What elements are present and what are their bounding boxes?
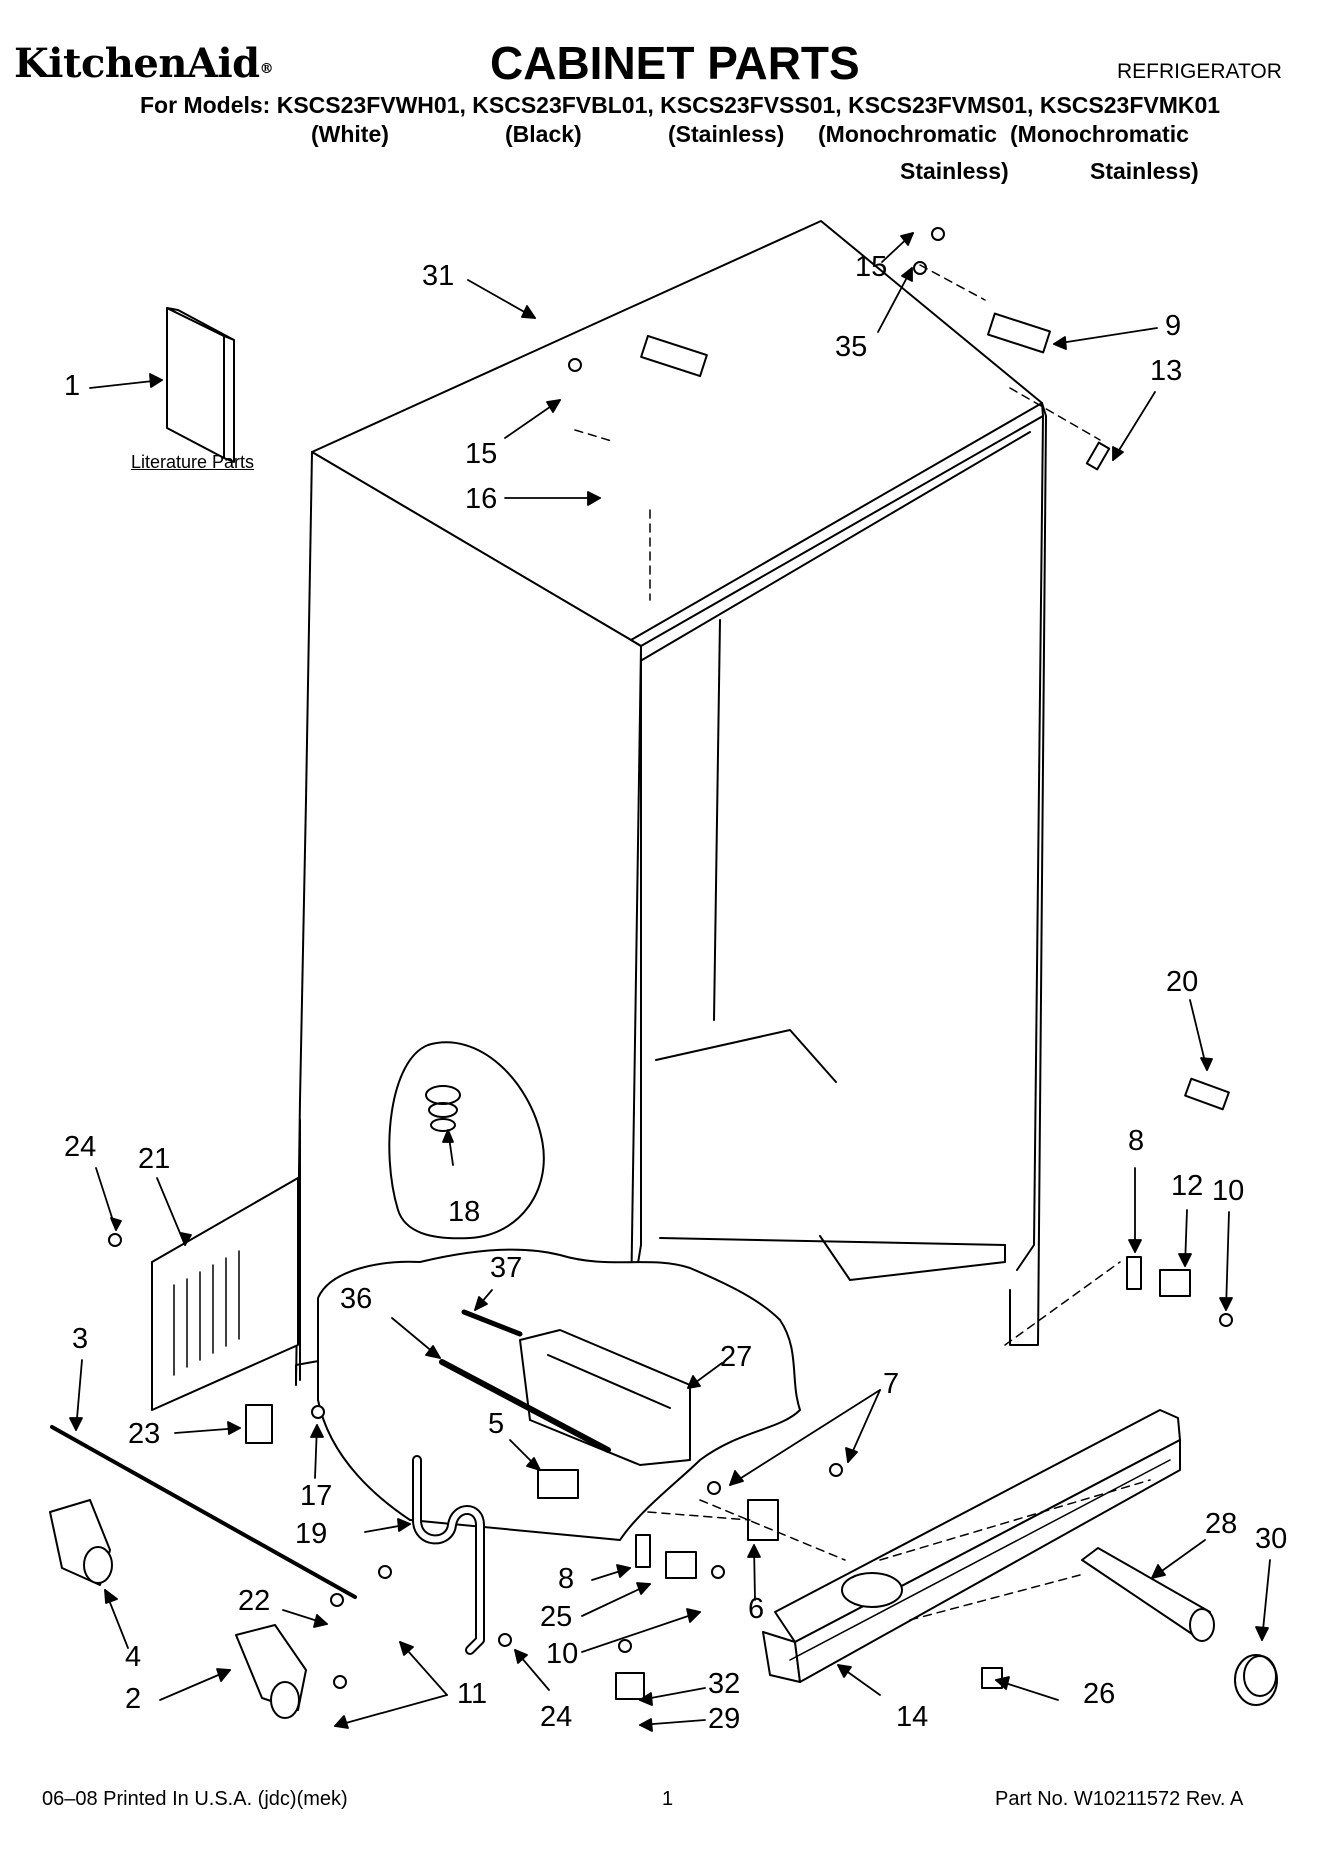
assembly-dashed-lines: [574, 264, 1151, 1621]
page-title: CABINET PARTS: [490, 37, 860, 89]
part-water-filter: [1081, 1547, 1215, 1642]
variant-black: (Black): [505, 121, 582, 147]
brand-logo: KitchenAid®: [14, 40, 274, 87]
callout-1: 1: [64, 370, 81, 402]
callout-2: 2: [125, 1683, 142, 1715]
callout-23: 23: [128, 1418, 161, 1450]
callout-24: 24: [540, 1701, 573, 1733]
callout-37: 37: [490, 1252, 523, 1284]
callout-15: 15: [465, 438, 498, 470]
part-literature-booklet: [166, 307, 235, 463]
callout-5: 5: [488, 1408, 505, 1440]
literature-parts-label: Literature Parts: [131, 452, 255, 472]
callout-21: 21: [138, 1143, 171, 1175]
callout-19: 19: [295, 1518, 328, 1550]
part-drain-tube: [412, 1455, 485, 1655]
variant-stainless: (Stainless): [668, 121, 785, 147]
part-filter-cap: [1234, 1654, 1278, 1706]
part-grommet-inset: [388, 1041, 545, 1240]
appliance-type: REFRIGERATOR: [1117, 60, 1282, 83]
variant-stainless-1: Stainless): [900, 158, 1009, 184]
callout-10: 10: [546, 1638, 579, 1670]
callout-9: 9: [1165, 310, 1182, 342]
callout-28: 28: [1205, 1508, 1238, 1540]
callout-4: 4: [125, 1641, 142, 1673]
part-cabinet-shell: [295, 220, 1047, 1386]
footer-part-number: Part No. W10211572 Rev. A: [995, 1788, 1244, 1810]
callout-7: 7: [883, 1368, 900, 1400]
brand-name: KitchenAid: [14, 40, 260, 87]
callout-14: 14: [896, 1701, 929, 1733]
callout-13: 13: [1150, 355, 1183, 387]
machine-compartment-cutaway: [317, 1248, 801, 1541]
small-hardware: [108, 227, 1233, 1700]
callout-6: 6: [748, 1593, 765, 1625]
variant-white: (White): [311, 121, 389, 147]
callout-35: 35: [835, 331, 868, 363]
variant-stainless-2: Stainless): [1090, 158, 1199, 184]
callout-24-left: 24: [64, 1131, 97, 1163]
variant-monochromatic-1: (Monochromatic: [818, 121, 997, 147]
callout-25: 25: [540, 1601, 573, 1633]
callout-16: 16: [465, 483, 498, 515]
callout-8-right: 8: [1128, 1125, 1145, 1157]
part-base-grille: [762, 1409, 1181, 1683]
part-rear-access-panel: [151, 1177, 299, 1411]
callout-17: 17: [300, 1480, 333, 1512]
callout-15-top: 15: [855, 251, 888, 283]
part-front-roller: [49, 1499, 113, 1586]
variant-monochromatic-2: (Monochromatic: [1010, 121, 1189, 147]
callout-8: 8: [558, 1563, 575, 1595]
footer-print-info: 06–08 Printed In U.S.A. (jdc)(mek): [42, 1788, 348, 1810]
leader-lines: [69, 232, 1271, 1732]
callout-29: 29: [708, 1703, 741, 1735]
callout-12: 12: [1171, 1170, 1204, 1202]
footer-page-number: 1: [662, 1788, 674, 1810]
part-rear-roller: [235, 1624, 307, 1719]
callout-27: 27: [720, 1341, 753, 1373]
callout-18: 18: [448, 1196, 481, 1228]
callout-36: 36: [340, 1283, 373, 1315]
part-leveling-rod: [50, 1425, 357, 1599]
callout-22: 22: [238, 1585, 271, 1617]
brand-registered-mark: ®: [259, 61, 274, 77]
callout-10-right: 10: [1212, 1175, 1245, 1207]
callout-3: 3: [72, 1323, 89, 1355]
callout-31: 31: [422, 260, 455, 292]
callout-11: 11: [457, 1678, 488, 1710]
callout-30: 30: [1255, 1523, 1288, 1555]
callout-32: 32: [708, 1668, 741, 1700]
models-line: For Models: KSCS23FVWH01, KSCS23FVBL01, …: [140, 92, 1221, 118]
callout-26: 26: [1083, 1678, 1116, 1710]
callout-20: 20: [1166, 966, 1199, 998]
